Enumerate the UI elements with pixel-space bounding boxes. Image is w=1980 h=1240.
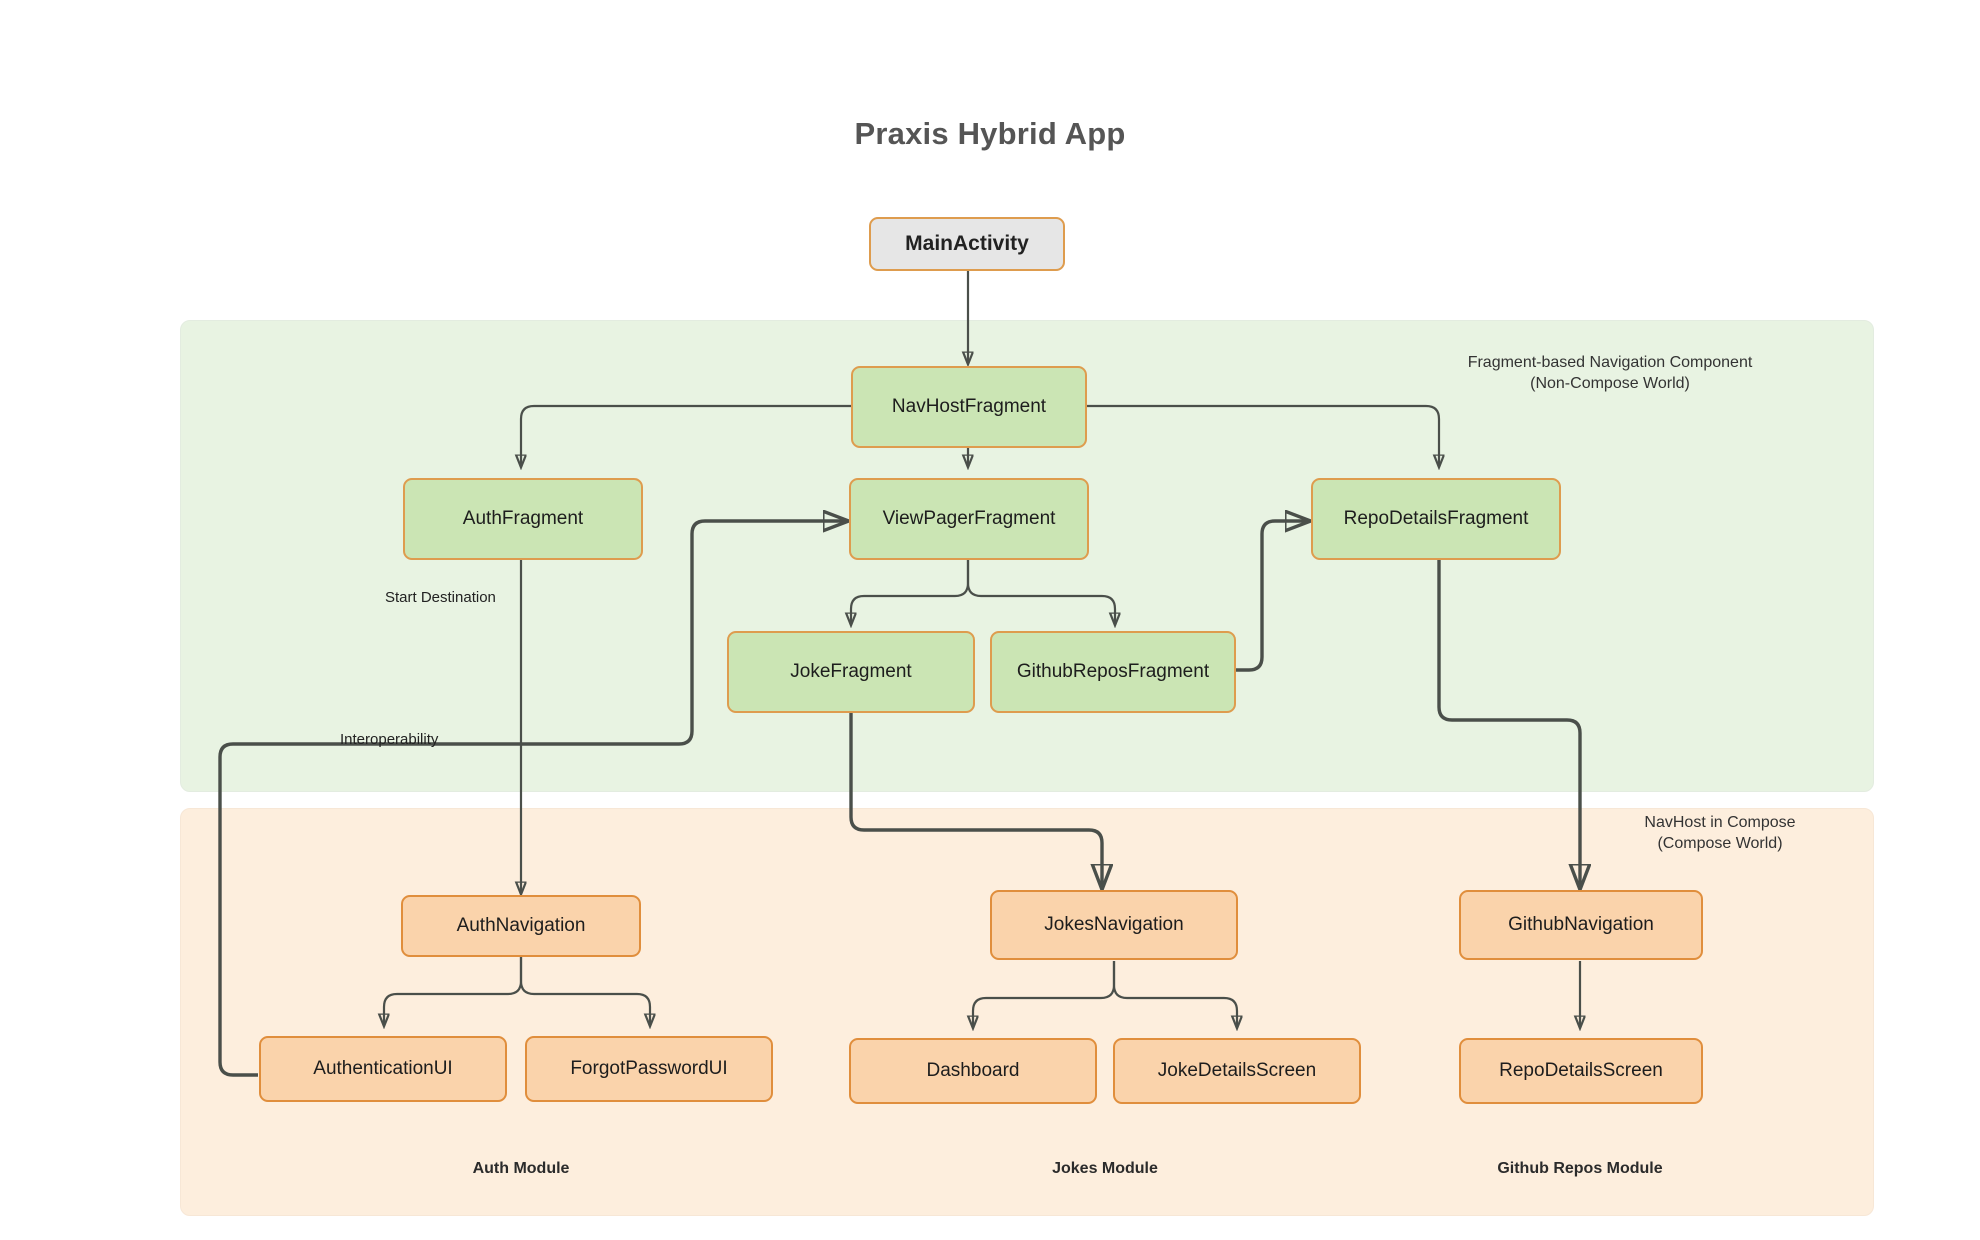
node-view-pager-fragment[interactable]: ViewPagerFragment	[849, 478, 1089, 560]
node-github-repos-fragment[interactable]: GithubReposFragment	[990, 631, 1236, 713]
node-forgot-password-ui[interactable]: ForgotPasswordUI	[525, 1036, 773, 1102]
cluster-fragment-world-label: Fragment-based Navigation Component (Non…	[1467, 354, 1753, 393]
node-repo-details-screen[interactable]: RepoDetailsScreen	[1459, 1038, 1703, 1104]
cluster-compose-world-label: NavHost in Compose (Compose World)	[1644, 814, 1796, 853]
node-joke-details-screen[interactable]: JokeDetailsScreen	[1113, 1038, 1361, 1104]
module-caption-auth: Auth Module	[472, 1160, 570, 1177]
cluster-compose-world	[180, 808, 1874, 1216]
node-joke-fragment[interactable]: JokeFragment	[727, 631, 975, 713]
node-authentication-ui[interactable]: AuthenticationUI	[259, 1036, 507, 1102]
module-caption-jokes: Jokes Module	[1052, 1160, 1158, 1177]
node-repo-details-fragment[interactable]: RepoDetailsFragment	[1311, 478, 1561, 560]
node-main-activity[interactable]: MainActivity	[869, 217, 1065, 271]
node-nav-host-fragment[interactable]: NavHostFragment	[851, 366, 1087, 448]
node-jokes-navigation[interactable]: JokesNavigation	[990, 890, 1238, 960]
page-title: Praxis Hybrid App	[854, 116, 1126, 151]
node-auth-fragment[interactable]: AuthFragment	[403, 478, 643, 560]
edge-label-start-destination: Start Destination	[385, 589, 496, 606]
node-auth-navigation[interactable]: AuthNavigation	[401, 895, 641, 957]
module-caption-github-repos: Github Repos Module	[1497, 1160, 1663, 1177]
node-dashboard[interactable]: Dashboard	[849, 1038, 1097, 1104]
node-github-navigation[interactable]: GithubNavigation	[1459, 890, 1703, 960]
edge-label-interoperability: Interoperability	[340, 731, 439, 748]
